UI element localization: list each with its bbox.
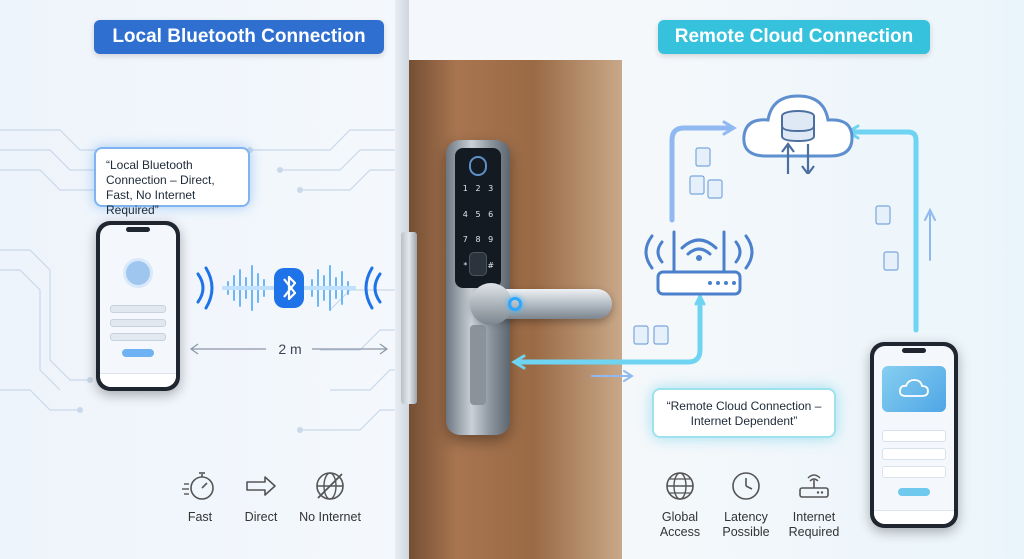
keypad-key[interactable]: 5: [475, 209, 481, 219]
keypad-key[interactable]: 3: [488, 184, 494, 193]
avatar: [123, 258, 153, 288]
feature-internet-required-label: Internet Required: [788, 510, 840, 539]
arrow-icon: [246, 476, 276, 496]
local-bluetooth-title: Local Bluetooth Connection: [94, 20, 384, 54]
local-quote-box: “Local Bluetooth Connection – Direct, Fa…: [94, 147, 250, 217]
lock-lower-panel: [470, 325, 486, 405]
phone-tab-bar: [874, 510, 954, 524]
stopwatch-icon: [182, 472, 214, 500]
feature-latency-possible-label: Latency Possible: [722, 510, 770, 539]
feature-fast-label: Fast: [187, 510, 213, 524]
no-internet-icon: [316, 472, 344, 500]
cloud-card: [882, 366, 946, 412]
cloud-icon: [898, 379, 929, 397]
document-icons: [633, 147, 899, 345]
remote-phone: [870, 342, 958, 528]
keypad-key[interactable]: 1: [462, 184, 468, 193]
distance-label: 2 m: [278, 341, 302, 357]
bluetooth-signal: [196, 265, 382, 311]
keypad-key[interactable]: 4: [462, 209, 468, 219]
list-item[interactable]: [882, 448, 946, 460]
router-icon: [799, 474, 829, 498]
feature-fast: Fast: [155, 470, 245, 525]
handle-rosette: [470, 283, 512, 325]
feature-direct-label: Direct: [244, 510, 278, 524]
feature-latency-possible: Latency Possible: [701, 470, 791, 540]
phone-notch: [126, 227, 150, 232]
remote-cloud-title: Remote Cloud Connection: [658, 20, 930, 54]
keypad-key[interactable]: #: [487, 260, 495, 270]
globe-icon: [666, 472, 694, 500]
phone-field-1[interactable]: [110, 305, 166, 313]
keypad-key[interactable]: 2: [475, 184, 481, 193]
remote-quote-box: “Remote Cloud Connection – Internet Depe…: [652, 388, 836, 438]
keypad-key[interactable]: 9: [488, 235, 494, 244]
phone-field-3[interactable]: [110, 333, 166, 341]
list-item[interactable]: [882, 430, 946, 442]
phone-connect-button[interactable]: [898, 488, 930, 496]
phone-field-2[interactable]: [110, 319, 166, 327]
local-phone: [96, 221, 180, 391]
keypad-key[interactable]: 7: [462, 235, 468, 244]
cloud-database: [742, 94, 854, 174]
distance-arrow: [189, 343, 389, 355]
feature-global-access-label: Global Access: [659, 510, 701, 539]
bluetooth-ring-indicator: [508, 297, 522, 311]
fingerprint-sensor[interactable]: [469, 252, 487, 276]
keypad-key[interactable]: 6: [488, 209, 494, 219]
cloud-network-paths: [511, 120, 936, 382]
phone-notch: [902, 348, 926, 353]
keypad-key[interactable]: 8: [475, 235, 481, 244]
strike-plate: [401, 232, 417, 404]
phone-tab-bar: [100, 373, 176, 387]
wifi-router: [644, 230, 754, 296]
feature-internet-required: Internet Required: [769, 470, 859, 540]
keypad-key[interactable]: *: [463, 260, 468, 270]
feature-no-internet: No Internet: [285, 470, 375, 525]
fingerprint-icon: [469, 156, 487, 176]
phone-connect-button[interactable]: [122, 349, 154, 357]
feature-global-access: Global Access: [635, 470, 725, 540]
clock-icon: [732, 472, 760, 500]
list-item[interactable]: [882, 466, 946, 478]
feature-direct: Direct: [216, 470, 306, 525]
feature-no-internet-label: No Internet: [299, 510, 361, 524]
